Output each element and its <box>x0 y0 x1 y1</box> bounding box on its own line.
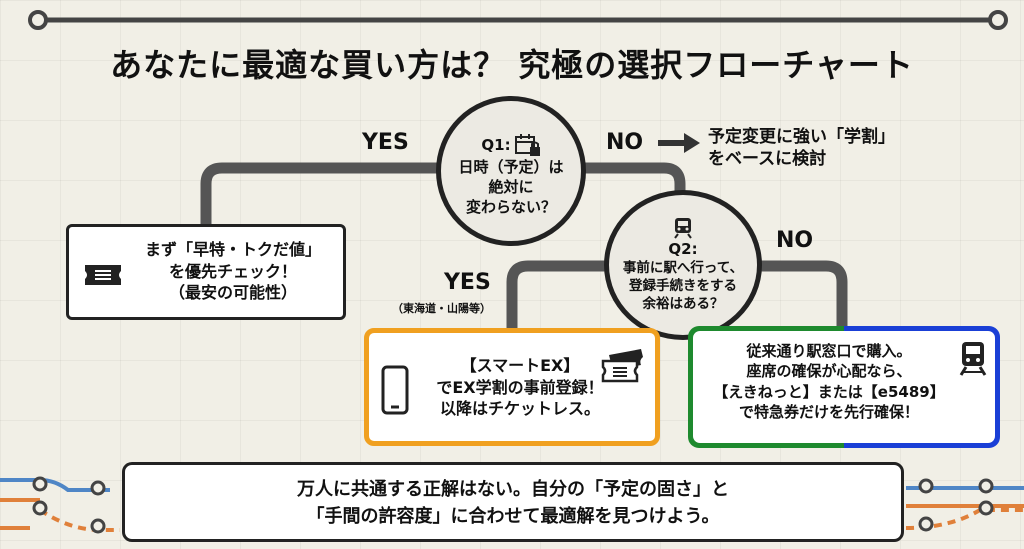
q1-line: 絶対に <box>488 177 534 196</box>
ticket-pair-icon <box>601 349 643 383</box>
arrow-right-icon <box>658 133 700 153</box>
q1-line: 変わらない？ <box>465 198 556 217</box>
smartex-line: 【スマートEX】 <box>460 356 580 375</box>
smartex-box: 【スマートEX】 でEX学割の事前登録！ 以降はチケットレス。 <box>364 328 660 446</box>
yes-connector-q1 <box>200 162 454 232</box>
rail-dashed-left <box>38 508 120 532</box>
question-1-node: Q1: 日時（予定）は 絶対に 変わらない？ <box>436 96 586 246</box>
q2-line: 余裕はある？ <box>642 296 724 313</box>
counter-box-frame: 従来通り駅窓口で購入。 座席の確保が心配なら、 【えきねっと】または【e5489… <box>688 326 1000 448</box>
no-connector-q1 <box>573 162 686 204</box>
no-label-q1: NO <box>606 130 644 155</box>
no-result-line: 予定変更に強い「学割」 <box>708 127 895 147</box>
early-line: （最安の可能性） <box>168 283 297 303</box>
no-result-line: をベースに検討 <box>708 149 827 170</box>
early-line: を優先チェック！ <box>168 261 297 281</box>
yes-note: （東海道・山陽等） <box>392 302 491 315</box>
rail-node <box>32 500 48 516</box>
rail-node <box>918 516 934 532</box>
train-icon <box>959 342 987 376</box>
q1-id: Q1: <box>481 135 511 154</box>
q2-id: Q2: <box>668 239 698 258</box>
rail-node <box>90 480 106 496</box>
early-discount-box: まず「早特・トクだ値」 を優先チェック！ （最安の可能性） <box>66 224 346 320</box>
early-line: まず「早特・トクだ値」 <box>144 240 321 259</box>
rail-node <box>978 478 994 494</box>
smartex-line: 以降はチケットレス。 <box>439 399 600 419</box>
rail-node <box>978 500 994 516</box>
yes-label-q1: YES <box>362 130 409 155</box>
ticket-icon <box>85 265 121 285</box>
train-icon <box>674 217 692 239</box>
smartphone-icon <box>381 365 409 415</box>
no-connector-q2 <box>746 260 848 336</box>
rail-node <box>32 476 48 492</box>
no-result-text: 予定変更に強い「学割」 をベースに検討 <box>708 126 895 170</box>
rail-node <box>90 518 106 534</box>
rail-node <box>918 478 934 494</box>
yes-connector-q2 <box>506 260 618 336</box>
question-2-node: Q2: 事前に駅へ行って、 登録手続きをする 余裕はある？ <box>604 190 762 340</box>
footer-line: 「手間の許容度」に合わせて最適解を見つけよう。 <box>306 506 720 527</box>
rail-node <box>988 10 1008 30</box>
rail-node <box>28 10 48 30</box>
counter-line: 座席の確保が心配なら、 <box>746 362 912 381</box>
q1-line: 日時（予定）は <box>458 157 564 176</box>
calendar-lock-icon <box>514 133 540 156</box>
counter-line: 従来通り駅窓口で購入。 <box>746 342 912 360</box>
yes-label-q2: YES <box>444 270 491 295</box>
counter-line: 【えきねっと】または【e5489】 <box>713 382 945 401</box>
footer-line: 万人に共通する正解はない。自分の「予定の固さ」と <box>297 479 729 500</box>
page-title: あなたに最適な買い方は？ 究極の選択フローチャート <box>110 46 914 84</box>
no-label-q2: NO <box>776 228 814 253</box>
counter-line: で特急券だけを先行確保！ <box>738 402 919 421</box>
counter-box: 従来通り駅窓口で購入。 座席の確保が心配なら、 【えきねっと】または【e5489… <box>693 331 995 443</box>
q2-line: 事前に駅へ行って、 <box>622 259 744 276</box>
q2-line: 登録手続きをする <box>629 278 737 295</box>
q1-header: Q1: <box>481 133 540 157</box>
footer-message: 万人に共通する正解はない。自分の「予定の固さ」と 「手間の許容度」に合わせて最適… <box>122 462 904 542</box>
smartex-line: でEX学割の事前登録！ <box>436 377 604 397</box>
